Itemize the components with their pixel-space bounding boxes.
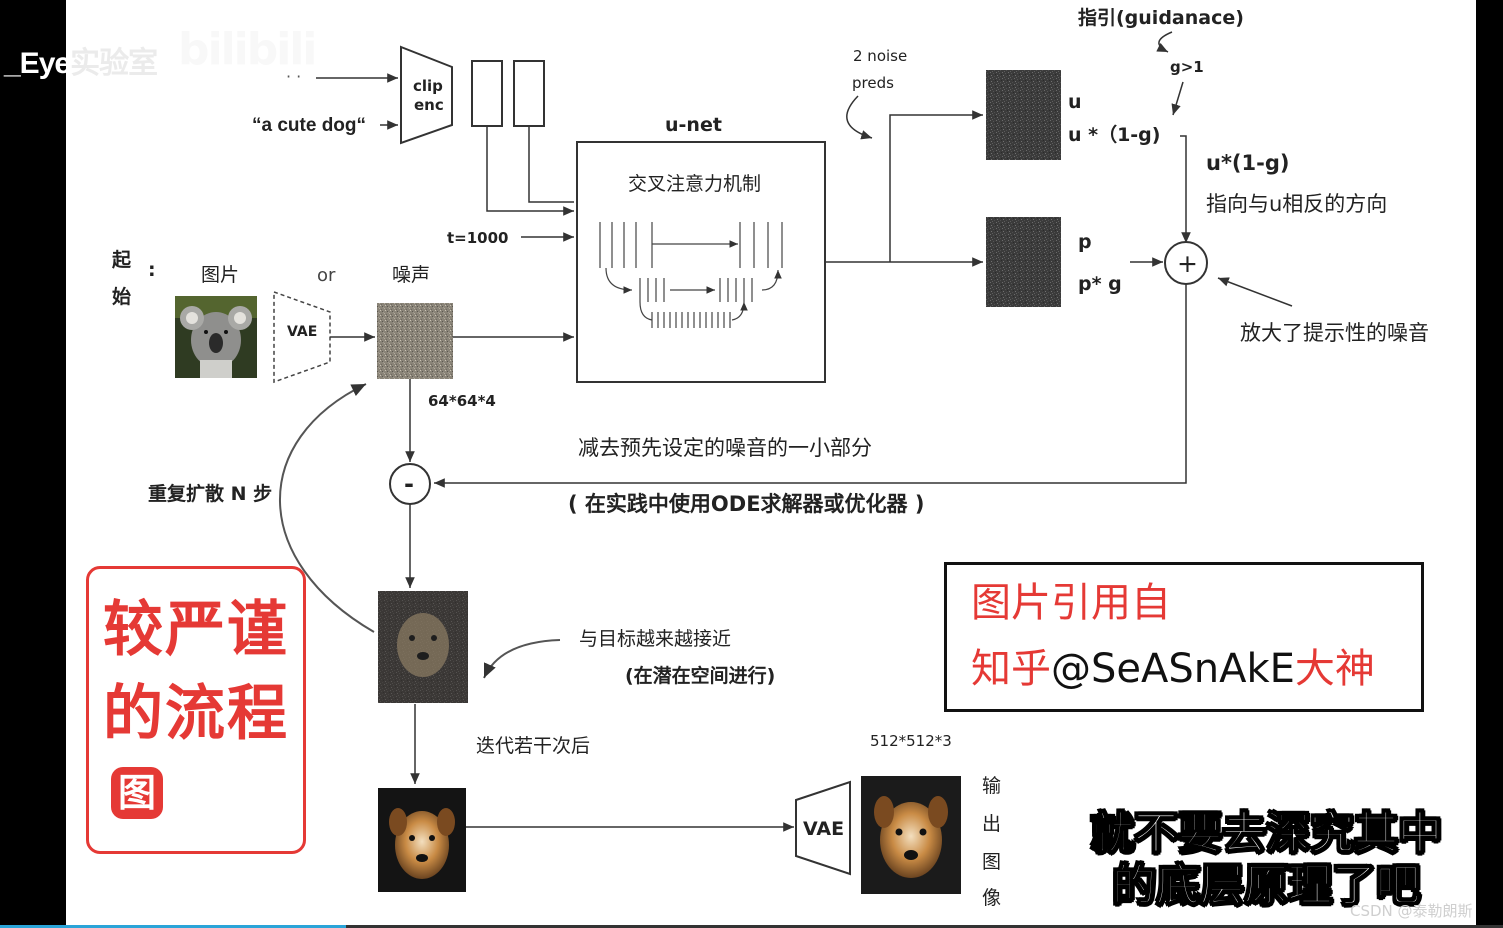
embed-line-1 [486,126,574,216]
rigorous-flow-stamp: 较严谨 的流程 图 [86,566,306,854]
enc-label: enc [414,96,444,114]
dots-text: · · [286,67,301,86]
bilibili-logo: bilibili [178,24,317,75]
uploader-watermark: _Eye实验室 [4,38,158,82]
stamp-glyph: 图 [111,767,163,819]
closer-note-1: 与目标越来越接近 [579,628,731,650]
source-zhihu: 知乎 [971,646,1051,692]
repeat-loop-arrow [279,383,375,633]
output-char-4: 像 [982,887,1001,909]
source-line-1: 图片引用自 [971,580,1171,626]
unet-label: u-net [665,114,722,136]
noise-preds-curved-arrow [846,95,873,140]
u-times-label: u *（1-g) [1068,123,1160,146]
subtitle-line-2: 的底层原理了吧 [1111,859,1421,912]
start-char-2: 始 [112,285,131,308]
noise-preds-line-1: 2 noise [853,47,907,65]
after-iter-label: 迭代若干次后 [476,735,590,757]
amplified-arrow [1217,277,1293,307]
denoising-dog-image [378,591,468,703]
stamp-line-1: 较严谨 [103,595,289,665]
noise-pred-u-image [986,70,1061,160]
subtract-note: 减去预先设定的噪音的一小部分 [578,436,872,460]
clip-label: clip [413,77,443,95]
start-char-1: 起 [111,249,132,271]
koala-photo [175,296,257,378]
video-progress-bar[interactable] [0,925,1503,928]
uploader-name-prefix: _Eye [4,47,71,80]
noise-label: 噪声 [392,264,430,286]
output-size-label: 512*512*3 [870,732,952,750]
amplified-note: 放大了提示性的噪音 [1240,321,1429,345]
csdn-credit: CSDN @泰勒朗斯 [1350,902,1473,920]
g-gt-1-label: g>1 [1170,58,1204,76]
plus-sign: + [1177,249,1198,278]
closer-note-2: (在潜在空间进行) [625,664,775,687]
p-label: p [1078,231,1092,253]
noise-preds-line-2: preds [852,74,894,92]
u-formula: u*(1-g) [1206,151,1290,175]
minus-sign: - [404,470,414,498]
dog-photo-latent [378,788,466,892]
timestep-label: t=1000 [447,229,509,247]
embedding-box-2 [513,60,545,127]
right-black-bar [1476,0,1503,928]
guidance-title: 指引(guidanace) [1078,7,1244,29]
p-times-label: p* g [1078,273,1122,295]
embed-line-2 [528,126,574,203]
left-black-bar [0,0,66,928]
vae-encoder-label: VAE [287,324,317,340]
output-char-3: 图 [982,851,1001,873]
ode-note: ( 在实践中使用ODE求解器或优化器 ) [568,492,924,516]
output-char-1: 输 [982,775,1001,797]
cross-attention-label: 交叉注意力机制 [628,173,761,195]
branch-to-u [889,110,983,262]
noise-pred-p-image [986,217,1061,307]
image-source-box: 图片引用自 知乎@SeASnAkE大神 [944,562,1424,712]
uploader-name-rest: 实验室 [70,47,158,80]
dog-photo-output [861,776,961,894]
start-colon: : [148,259,156,281]
unet-box [576,141,826,383]
vae-decoder-trapezoid [795,780,851,876]
image-label: 图片 [201,264,239,286]
feedback-line [434,284,1187,488]
guidance-arrow-down [1171,81,1184,116]
source-master: 大神 [1294,646,1375,692]
guidance-curl-arrow [1156,31,1173,53]
repeat-n-label: 重复扩散 N 步 [148,482,272,505]
noise-image [377,303,453,379]
source-handle: @SeASnAkE [1051,646,1295,692]
closer-curved-arrow [483,639,561,679]
vae-decoder-label: VAE [803,818,844,840]
vae-encoder-trapezoid [273,290,331,384]
embedding-box-1 [471,60,503,127]
video-progress-fill [0,925,346,928]
u-branch-to-plus [1180,135,1191,243]
unet-architecture-icon [599,222,783,328]
output-char-2: 出 [982,813,1001,835]
video-subtitle: 就不要去深究其中 的底层原理了吧 [1066,807,1466,912]
u-opposite-note: 指向与u相反的方向 [1206,192,1387,216]
prompt-text: “a cute dog“ [252,115,366,136]
clip-encoder-trapezoid [400,45,453,145]
stamp-line-2: 的流程 [103,679,289,749]
subtitle-line-1: 就不要去深究其中 [1089,807,1443,860]
source-line-2: 知乎@SeASnAkE大神 [971,645,1375,693]
or-label: or [317,265,336,286]
u-label: u [1068,91,1082,113]
diffusion-diagram: · · “a cute dog“ clip enc t=1000 u-net 交… [111,7,1429,909]
latent-size-label: 64*64*4 [428,392,496,410]
